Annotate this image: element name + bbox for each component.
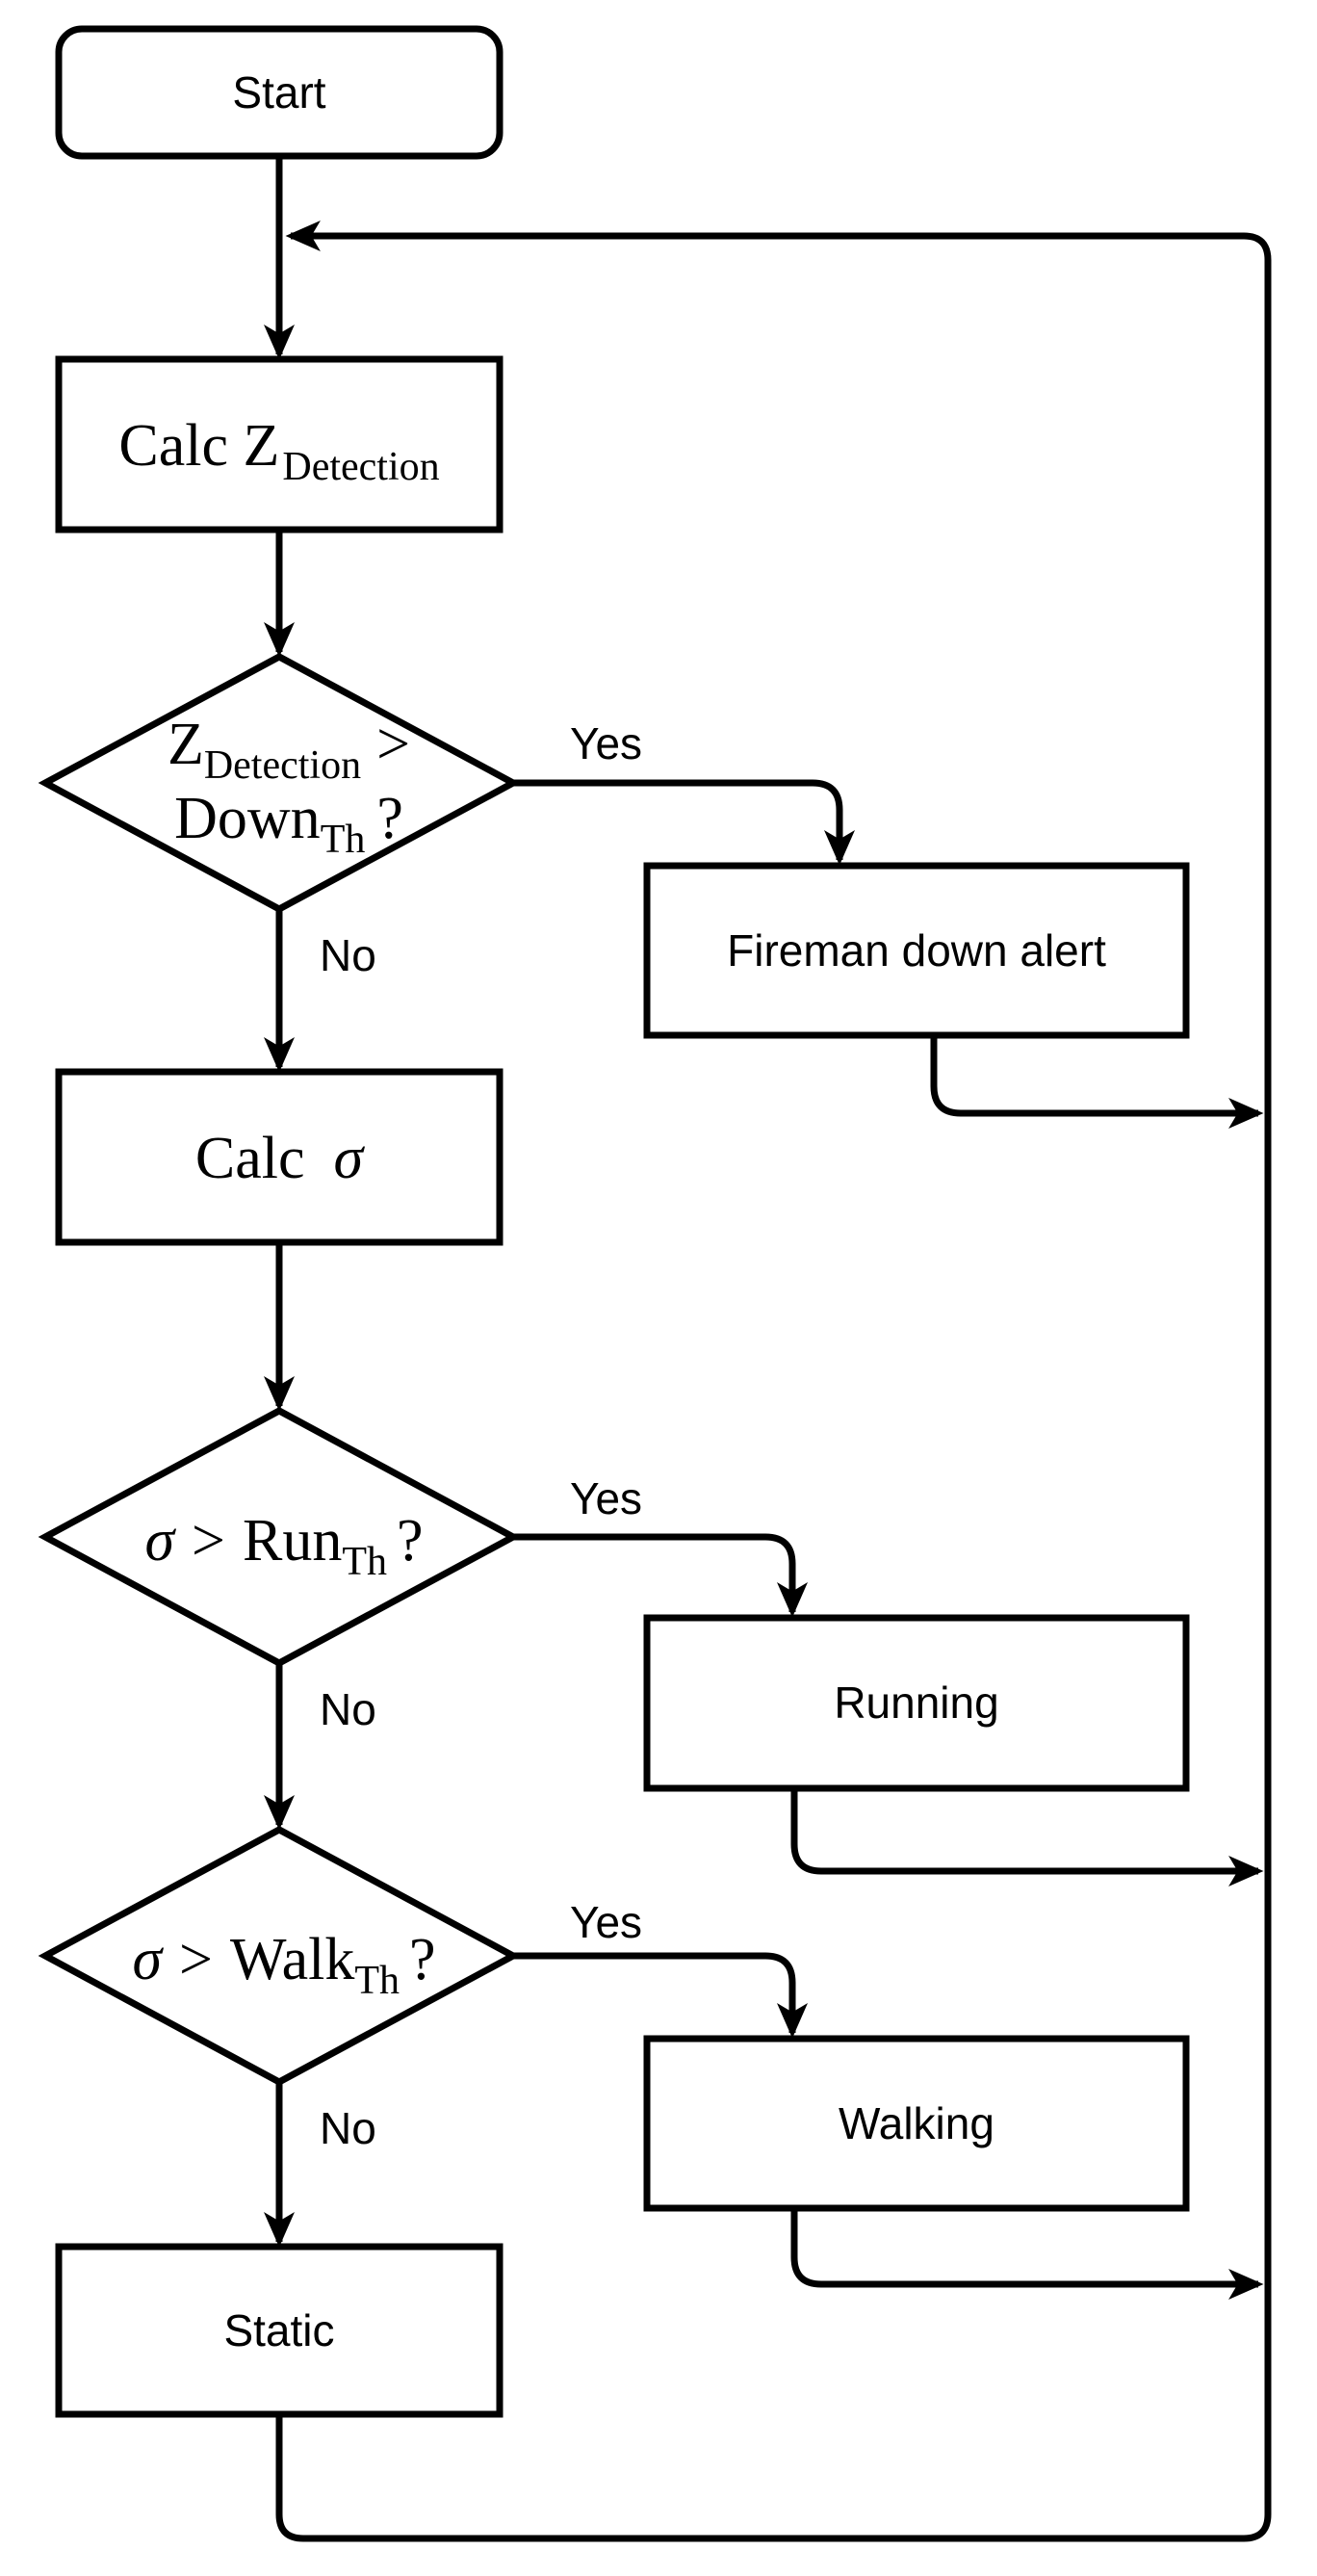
yes-label-decision-run: Yes — [570, 1473, 642, 1523]
node-start: Start — [55, 25, 504, 160]
edge-labels: Yes No Yes No Yes No — [320, 718, 642, 2153]
decision-down-label-line1: ZDetection> — [168, 712, 410, 788]
start-terminator-shape — [55, 25, 504, 160]
decision-run-label: σ>RunTh? — [144, 1508, 423, 1584]
running-process-shape — [643, 1614, 1190, 1792]
calc-sigma-process-shape — [55, 1068, 504, 1246]
decision-run-diamond-shape — [38, 1407, 521, 1667]
decision-down-diamond-shape — [38, 653, 521, 913]
running-label: Running — [834, 1678, 998, 1728]
static-process-shape — [55, 2243, 504, 2418]
node-decision-down: ZDetection> DownTh? — [38, 653, 521, 913]
edge-running-to-spine — [790, 1788, 1264, 1887]
static-label: Static — [223, 2305, 334, 2355]
calc-z-process-shape — [55, 355, 504, 533]
decision-walk-diamond-shape — [38, 1826, 521, 2086]
start-label: Start — [232, 67, 325, 117]
no-label-decision-down: No — [320, 930, 376, 980]
edge-walking-to-spine — [790, 2208, 1264, 2301]
node-fireman-alert: Fireman down alert — [643, 862, 1190, 1039]
edge-decision-down-yes-to-fireman — [513, 779, 856, 866]
node-walking: Walking — [643, 2035, 1190, 2212]
no-label-decision-walk: No — [320, 2103, 376, 2153]
node-static: Static — [55, 2243, 504, 2418]
node-decision-run: σ>RunTh? — [38, 1407, 521, 1667]
calc-z-label: Calc ZDetection — [118, 413, 439, 489]
decision-walk-label: σ>WalkTh? — [132, 1927, 435, 2003]
node-decision-walk: σ>WalkTh? — [38, 1826, 521, 2086]
yes-label-decision-down: Yes — [570, 718, 642, 768]
edge-decision-run-yes-to-running — [513, 1533, 809, 1618]
no-label-decision-run: No — [320, 1684, 376, 1734]
node-calc-z-detection: Calc ZDetection — [55, 355, 504, 533]
walking-process-shape — [643, 2035, 1190, 2212]
edge-decision-walk-yes-to-walking — [513, 1952, 809, 2039]
fireman-alert-label: Fireman down alert — [727, 925, 1106, 976]
edge-loop-feedback — [275, 220, 1272, 2542]
node-running: Running — [643, 1614, 1190, 1792]
fireman-alert-process-shape — [643, 862, 1190, 1039]
edges — [263, 156, 1272, 2542]
yes-label-decision-walk: Yes — [570, 1897, 642, 1947]
walking-label: Walking — [839, 2098, 994, 2148]
decision-down-label-line2: DownTh? — [174, 786, 403, 862]
edge-fireman-to-spine — [930, 1035, 1264, 1130]
